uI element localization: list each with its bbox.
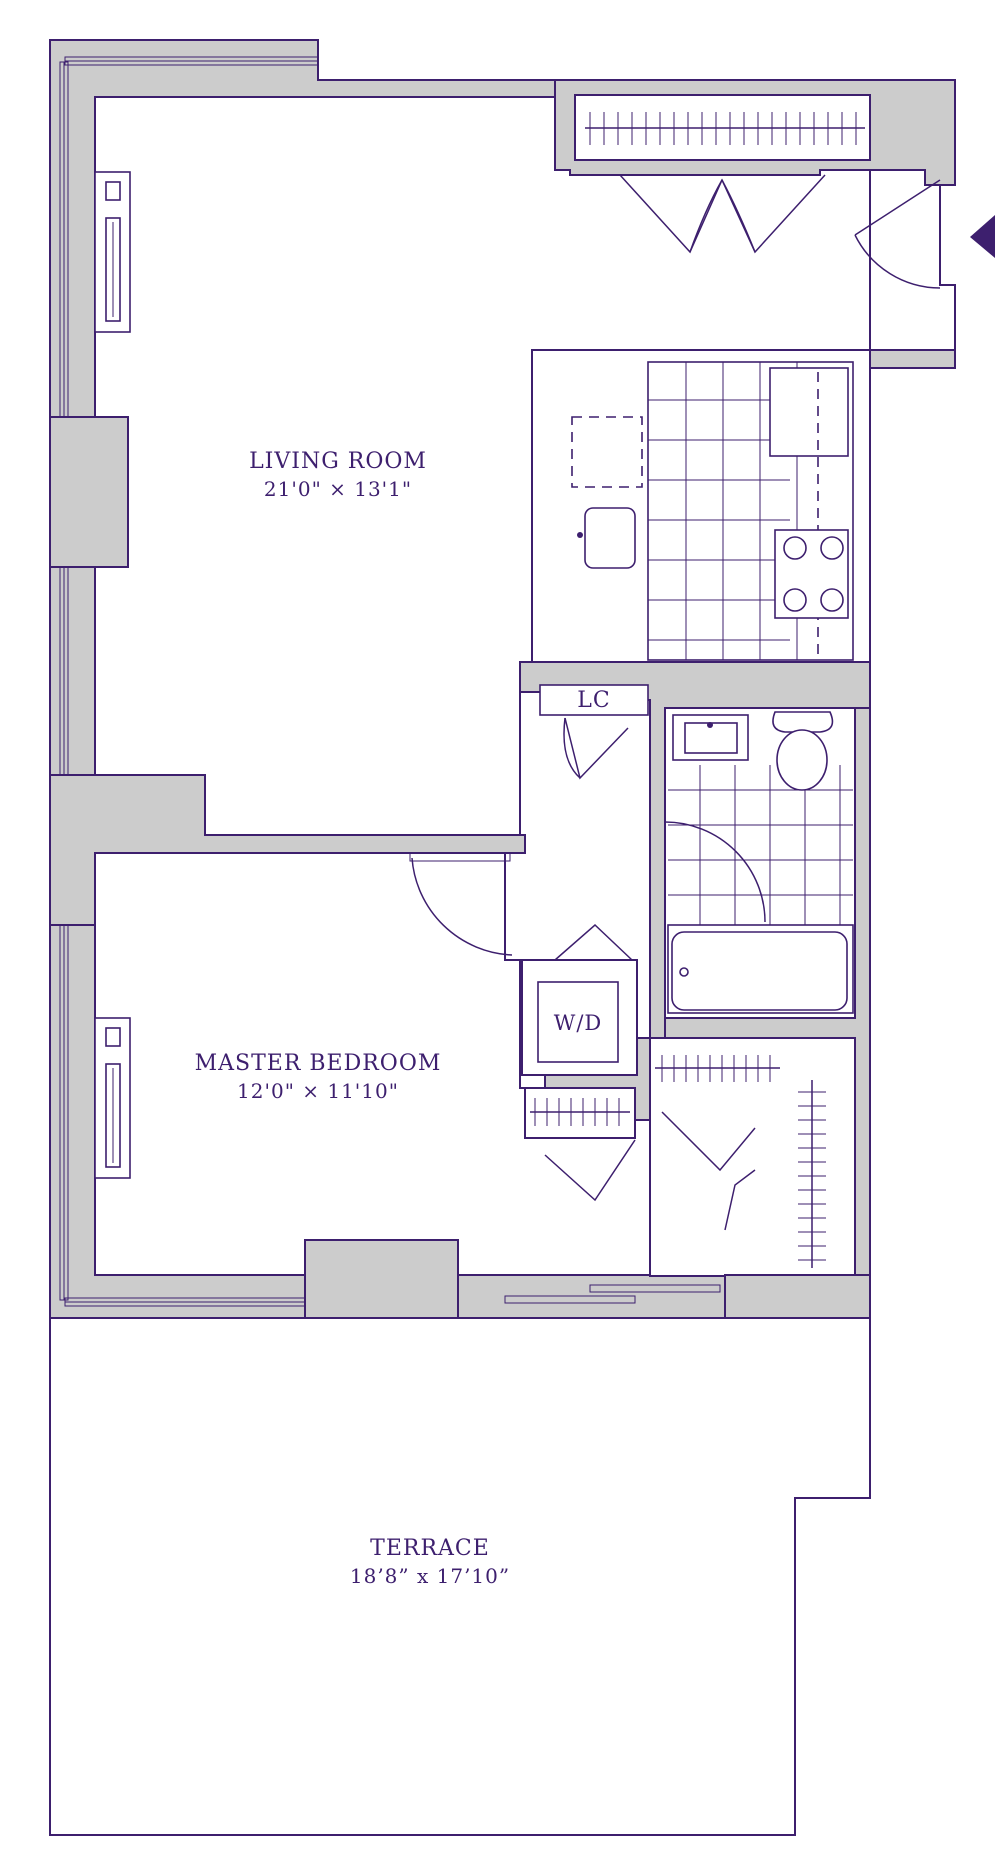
washer-dryer — [537, 981, 619, 1063]
closet-bifold-doors[interactable] — [619, 174, 826, 254]
sliding-door-terrace[interactable] — [504, 1284, 721, 1304]
hall-closet-door[interactable] — [544, 1139, 636, 1202]
radiator-icon — [94, 171, 131, 333]
stove-icon — [774, 529, 849, 619]
fridge-icon — [769, 367, 849, 660]
window-living-top — [59, 56, 319, 418]
dishwasher — [571, 416, 643, 488]
terrace-name: TERRACE — [370, 1536, 490, 1561]
bath-door[interactable] — [664, 821, 766, 925]
window-bedroom-side — [59, 924, 306, 1307]
sink-bath-icon — [672, 714, 749, 761]
terrace-size: 18’8” x 17’10” — [350, 1564, 510, 1588]
linen-closet — [539, 684, 649, 716]
walk-in-closet — [649, 1037, 856, 1277]
walk-in-door[interactable] — [661, 1111, 756, 1231]
entry-arrow-icon — [970, 215, 995, 258]
bedroom-door[interactable] — [409, 852, 513, 956]
window-living-mid — [59, 566, 69, 776]
entry-door[interactable] — [854, 179, 941, 289]
bedroom-size: 12'0" × 11'10" — [237, 1079, 399, 1103]
column-bedroom — [304, 1239, 459, 1319]
hall-closet — [524, 1087, 636, 1139]
living-room-name: LIVING ROOM — [249, 449, 427, 474]
hall-closet-rod — [530, 1098, 630, 1126]
corner-wall — [724, 1274, 871, 1319]
linen-closet-door[interactable] — [563, 717, 629, 780]
radiator-bedroom-icon — [94, 1017, 131, 1179]
terrace — [49, 1317, 871, 1836]
bedroom-name: MASTER BEDROOM — [195, 1051, 442, 1076]
column-living — [49, 416, 129, 568]
lc-label: LC — [577, 688, 610, 713]
coat-closet-rod — [585, 112, 865, 145]
toilet-icon — [772, 711, 834, 791]
walk-in-rods — [655, 1055, 826, 1268]
bathtub-icon — [667, 924, 854, 1014]
wd-label: W/D — [554, 1011, 603, 1035]
sink-icon — [577, 507, 636, 569]
living-room-size: 21'0" × 13'1" — [264, 477, 412, 501]
wd-door[interactable] — [554, 923, 633, 961]
bath-tile-grid — [668, 765, 853, 925]
